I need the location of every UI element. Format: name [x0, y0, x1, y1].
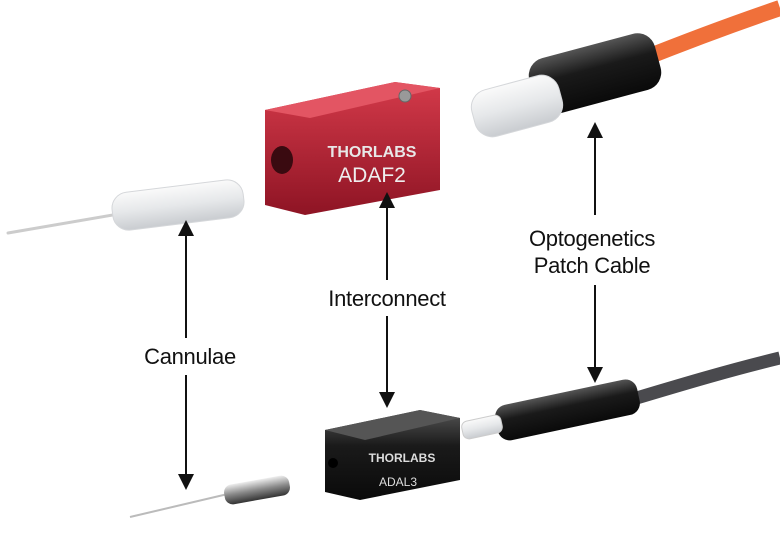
label-cannulae: Cannulae: [144, 343, 236, 370]
leader-arrows: [178, 122, 603, 490]
label-interconnect: Interconnect: [328, 285, 446, 312]
adaf2-model-text: ADAF2: [338, 164, 406, 187]
adaf2-brand-text: THORLABS: [328, 144, 417, 161]
patch-cable-gray: [461, 351, 780, 441]
interconnect-adaf2: THORLABS ADAF2: [265, 82, 440, 215]
label-patch-cable-line1: Optogenetics: [528, 226, 656, 251]
cannula-bottom: [129, 475, 290, 518]
cannula-top: [6, 179, 245, 235]
patch-cable-orange: [470, 0, 780, 138]
label-patch-cable: Optogenetics Patch Cable: [528, 225, 656, 279]
adal3-brand-text: THORLABS: [369, 451, 436, 465]
label-patch-cable-line2: Patch Cable: [533, 253, 651, 278]
adal3-model-text: ADAL3: [379, 475, 417, 489]
interconnect-adal3: THORLABS ADAL3: [325, 410, 460, 500]
